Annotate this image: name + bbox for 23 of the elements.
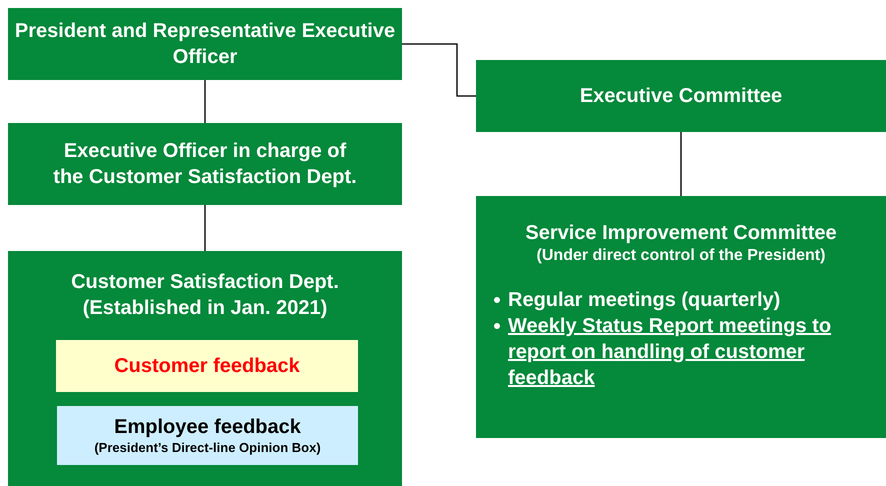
officer-box [8,8,402,80]
feedback-box [57,406,358,465]
officer-box [8,123,402,205]
connector-line [402,43,476,97]
subtitle-text: (Established in Jan. 2021) [82,296,328,321]
committee-panel [476,196,886,438]
connector-line [204,205,206,251]
feedback-box [56,340,358,392]
title-text: Customer Satisfaction Dept. [71,270,339,295]
list-item: Regular meetings (quarterly) [508,288,780,311]
title-text: President and Representative Executive Officer [14,19,396,70]
committee-box [476,60,886,132]
connector-line [204,80,206,123]
list-item: Weekly Status Report meetings to report on handling of customer feedback [508,314,832,389]
subtitle-text: (Under direct control of the President) [536,246,826,266]
department-panel [8,251,402,486]
title-text: Executive Committee [580,84,782,109]
title-text: Service Improvement Committee [525,221,837,246]
title-text: Customer feedback [114,354,300,379]
connector-line [680,132,682,196]
title-text: Executive Officer in charge of the Customer Satisfaction Dept. [52,139,358,190]
title-text: Employee feedback [114,415,301,440]
subtitle-text: (President’s Direct-line Opinion Box) [94,440,321,457]
